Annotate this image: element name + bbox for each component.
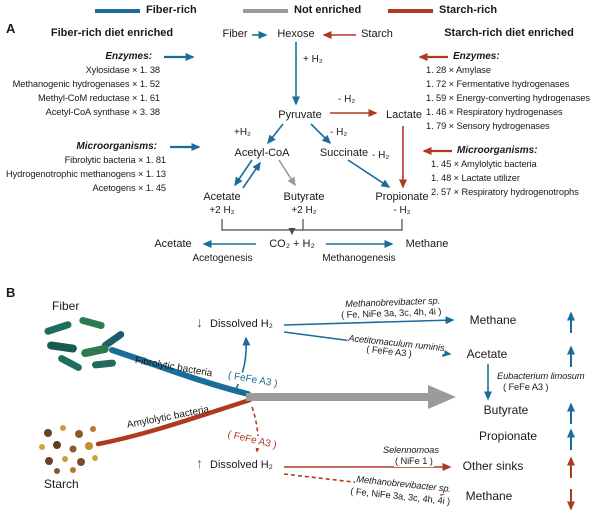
product-acetate: Acetate	[466, 347, 508, 361]
microorganism-item: Acetogens × 1. 45	[92, 183, 166, 193]
product-propionate: Propionate	[478, 429, 538, 443]
node-co2-h2: CO₂ + H₂	[269, 238, 315, 250]
enzyme-item: 1. 28 × Amylase	[426, 65, 491, 75]
node-succinate: Succinate	[319, 147, 369, 159]
right-microorganisms-title: Microorganisms:	[457, 145, 538, 156]
enzyme-item: 1. 46 × Respiratory hydrogenases	[426, 107, 563, 117]
scfa-bracket	[221, 219, 403, 231]
down-arrow-icon: ↓	[196, 314, 203, 330]
panel-b-arrows	[95, 311, 575, 511]
node-hexose: Hexose	[277, 28, 315, 40]
microorganism-item: Hydrogenotrophic methanogens × 1. 13	[6, 169, 166, 179]
node-butyrate: Butyrate	[283, 191, 325, 203]
eubacterium-name: Eubacterium limosum	[496, 371, 586, 382]
enzyme-item: Methyl-CoM reductase × 1. 61	[38, 93, 160, 103]
starch-diet-header: Starch-rich diet enriched	[444, 27, 574, 39]
label-butyrate-plus2h2: +2 H₂	[291, 205, 317, 216]
arrow-h2-to-methane-top	[283, 316, 455, 326]
enzyme-item: Methanogenic hydrogenases × 1. 52	[12, 79, 160, 89]
enzyme-item: 1. 79 × Sensory hydrogenases	[426, 121, 550, 131]
panel-a-label: A	[6, 21, 16, 36]
enzyme-item: Xylosidase × 1. 38	[85, 65, 161, 75]
arrow-pyruvate-succinate	[310, 123, 332, 145]
label-acetogenesis: Acetogenesis	[192, 253, 253, 264]
label-plus-h2-glycolysis: + H₂	[303, 54, 323, 65]
legend-starch-label: Starch-rich	[439, 4, 498, 16]
dissolved-h2-increased-label: Dissolved H₂	[210, 459, 273, 471]
enzyme-item: 1. 72 × Fermentative hydrogenases	[426, 79, 570, 89]
fiber-diet-header: Fiber-rich diet enriched	[50, 27, 174, 39]
panel-b-label: B	[6, 285, 16, 300]
starch-granules-illustration	[39, 425, 98, 474]
label-minus-h2-succinate: - H₂	[330, 127, 348, 138]
product-butyrate: Butyrate	[483, 403, 529, 417]
left-enzymes-title: Enzymes:	[105, 51, 152, 62]
label-methanogenesis: Methanogenesis	[322, 253, 396, 264]
product-other-sinks: Other sinks	[462, 459, 524, 473]
up-arrow-icon: ↑	[196, 455, 203, 471]
branch-fibrolytic-to-h2	[235, 336, 251, 390]
node-acetate-bottom: Acetate	[154, 238, 192, 250]
panel-a-arrows	[164, 31, 452, 248]
microorganism-item: 1. 48 × Lactate utilizer	[431, 173, 520, 183]
label-minus-h2-propionate-path: - H₂	[372, 150, 390, 161]
microorganism-item: 2. 57 × Respiratory hydrogenotrophs	[431, 187, 579, 197]
fiber-bacteria-illustration	[44, 317, 125, 371]
selenomonas-genes: ( NiFe 1 )	[394, 456, 434, 467]
amylolytic-flow-band	[95, 397, 253, 447]
label-minus-h2-lactate: - H₂	[338, 94, 356, 105]
node-acetyl-coa: Acetyl-CoA	[234, 147, 290, 159]
arrow-acetylcoa-acetate-reverse	[242, 161, 261, 189]
arrow-acetylcoa-butyrate	[278, 159, 296, 187]
microorganism-item: 1. 45 × Amylolytic bacteria	[431, 159, 537, 169]
branch-amylolytic-to-h2	[251, 406, 263, 453]
product-methane-top: Methane	[469, 313, 517, 327]
label-propionate-minus-h2: - H₂	[393, 205, 411, 216]
node-fiber: Fiber	[222, 28, 248, 40]
enzyme-item: Acetyl-CoA synthase × 3. 38	[45, 107, 160, 117]
eubacterium-genes: ( FeFe A3 )	[502, 382, 550, 393]
arrow-acetylcoa-acetate-forward	[234, 159, 253, 187]
legend-neutral-label: Not enriched	[294, 4, 362, 16]
microorganism-item: Fibrolytic bacteria × 1. 81	[64, 155, 167, 165]
substrate-fiber-label: Fiber	[52, 299, 80, 313]
enzyme-item: 1. 59 × Energy-converting hydrogenases	[426, 93, 590, 103]
node-starch: Starch	[361, 28, 393, 40]
fibrolytic-flow-band	[109, 347, 251, 397]
dissolved-h2-decreased-label: Dissolved H₂	[210, 318, 273, 330]
node-propionate: Propionate	[375, 191, 429, 203]
left-microorganisms-title: Microorganisms:	[76, 141, 157, 152]
node-pyruvate: Pyruvate	[278, 109, 322, 121]
selenomonas-name: Selennomoas	[382, 445, 440, 456]
node-lactate: Lactate	[385, 109, 423, 121]
node-acetate: Acetate	[203, 191, 241, 203]
substrate-starch-label: Starch	[44, 477, 79, 491]
arrow-pyruvate-acetylcoa	[267, 123, 284, 145]
main-fermentation-arrow-head	[428, 385, 456, 409]
label-acetate-plus2h2: +2 H₂	[209, 205, 235, 216]
node-methane: Methane	[405, 238, 449, 250]
product-methane-bottom: Methane	[465, 489, 513, 503]
arrow-succinate-propionate	[347, 159, 391, 188]
right-enzymes-title: Enzymes:	[453, 51, 500, 62]
label-plus-h2-acetylcoa: +H₂	[234, 127, 251, 138]
legend-fiber-label: Fiber-rich	[146, 4, 197, 16]
